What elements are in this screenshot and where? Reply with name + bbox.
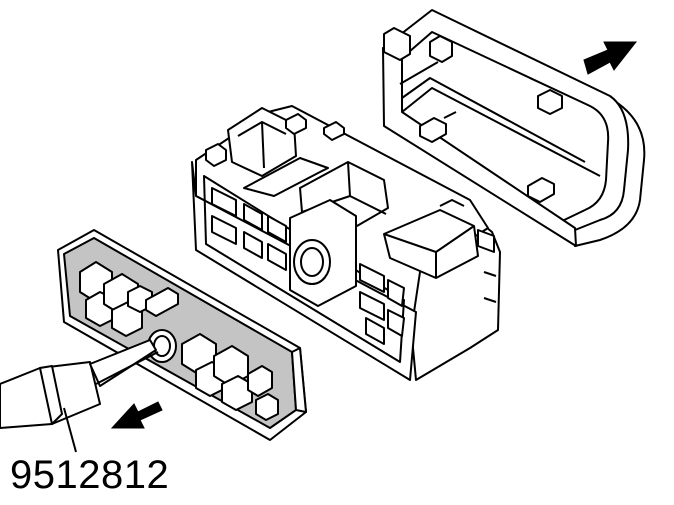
connector-seal-plate-icon [57,229,307,441]
screwdriver-tool-icon [0,339,159,453]
arrow-down-left-icon [110,401,163,429]
fuse-relay-housing-icon [191,105,501,381]
tool-part-number: 9512812 [10,453,170,497]
connector-cover-icon [382,9,646,247]
arrow-up-right-icon [583,41,638,75]
